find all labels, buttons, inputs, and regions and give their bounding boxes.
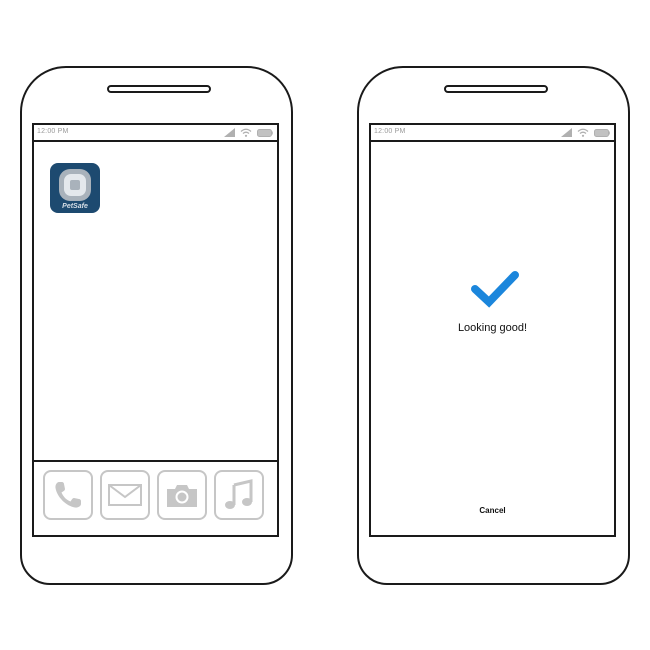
camera-icon bbox=[167, 485, 197, 507]
petsafe-app-label: PetSafe bbox=[62, 203, 88, 210]
battery-icon bbox=[594, 128, 610, 137]
dock-music-button[interactable] bbox=[214, 470, 264, 520]
right-status-bar: 12:00 PM bbox=[371, 125, 614, 142]
dock-divider bbox=[34, 460, 277, 462]
left-status-bar: 12:00 PM bbox=[34, 125, 277, 142]
dock-phone-button[interactable] bbox=[43, 470, 93, 520]
cancel-button[interactable]: Cancel bbox=[479, 506, 506, 515]
left-phone-speaker bbox=[107, 85, 211, 93]
petsafe-app-icon[interactable]: PetSafe bbox=[50, 163, 100, 213]
left-phone-screen: 12:00 PM PetSafe bbox=[32, 123, 279, 537]
right-phone-screen: 12:00 PM Looking good! Cancel bbox=[369, 123, 616, 537]
phone-icon bbox=[55, 482, 81, 508]
right-status-time: 12:00 PM bbox=[374, 128, 406, 135]
mail-icon bbox=[108, 484, 142, 506]
wifi-icon bbox=[577, 128, 589, 137]
petsafe-logo-icon bbox=[59, 169, 91, 201]
battery-icon bbox=[257, 128, 273, 137]
wifi-icon bbox=[240, 128, 252, 137]
status-message: Looking good! bbox=[457, 322, 528, 334]
right-phone-speaker bbox=[444, 85, 548, 93]
signal-icon bbox=[224, 128, 235, 137]
music-icon bbox=[225, 479, 253, 509]
right-status-icons bbox=[561, 127, 610, 138]
left-status-icons bbox=[224, 127, 273, 138]
dock-camera-button[interactable] bbox=[157, 470, 207, 520]
dock-mail-button[interactable] bbox=[100, 470, 150, 520]
left-phone: 12:00 PM PetSafe bbox=[20, 66, 293, 585]
right-phone: 12:00 PM Looking good! Cancel bbox=[357, 66, 630, 585]
left-status-time: 12:00 PM bbox=[37, 128, 69, 135]
signal-icon bbox=[561, 128, 572, 137]
checkmark-icon bbox=[471, 271, 519, 308]
